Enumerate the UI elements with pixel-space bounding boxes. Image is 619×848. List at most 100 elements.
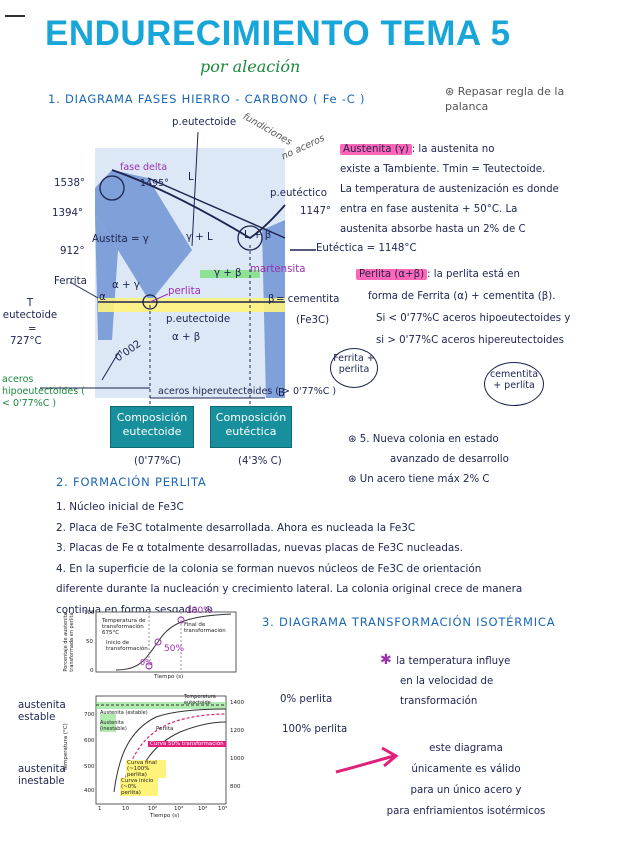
- bubble-ferrita-perlita: Ferrita + perlita: [330, 348, 378, 388]
- perlita-line3: Si < 0'77%C aceros hipoeutectoides y: [356, 308, 570, 330]
- lower-ytick-700: 700: [84, 712, 95, 718]
- label-B: B: [278, 388, 285, 399]
- label-fe3c: (Fe3C): [296, 315, 329, 326]
- lower-chart: Temperatura (°C) 700 600 500 400 1400 12…: [56, 692, 256, 822]
- s3-note-4: únicamente es válido: [366, 759, 566, 780]
- upper-hand-50: 50%: [164, 644, 184, 654]
- step-4-cont: diferente durante la nucleación y crecim…: [56, 579, 522, 600]
- upper-hand-0: 0%: [140, 658, 153, 667]
- lower-xtick-10000: 10⁴: [198, 806, 207, 812]
- lower-curva-final: Curva final (~100% perlita): [126, 760, 166, 778]
- section3-notes-bottom: este diagrama únicamente es válido para …: [366, 738, 566, 822]
- upper-ytick-100: 100: [84, 610, 95, 616]
- label-1538: 1538°: [54, 178, 85, 189]
- label-100-perlita: 100% perlita: [282, 724, 347, 735]
- comp-eutectoide-box: Composición eutectoide: [110, 406, 194, 448]
- comp-eutectica-box: Composición eutéctica: [210, 406, 292, 448]
- lower-temp-eutectoide: Temperatura eutectoide: [184, 694, 224, 706]
- label-fase-delta: fase delta: [120, 162, 167, 173]
- lower-xtick-10: 10: [122, 806, 129, 812]
- acero-max-note: ⊛ Un acero tiene máx 2% C: [348, 474, 489, 485]
- lower-xlabel: Tiempo (s): [150, 813, 179, 819]
- label-alpha-beta: α + β: [172, 332, 200, 343]
- section2-steps: 1. Núcleo inicial de Fe3C 2. Placa de Fe…: [56, 497, 522, 620]
- step-2: 2. Placa de Fe3C totalmente desarrollada…: [56, 518, 522, 539]
- lower-perlita: Perlita: [156, 726, 173, 732]
- label-L: L: [188, 172, 194, 183]
- step-1: 1. Núcleo inicial de Fe3C: [56, 497, 522, 518]
- upper-hand-100: 100%: [186, 606, 212, 616]
- perlita-highlight: Perlita (α+β): [356, 269, 427, 280]
- lower-xtick-100000: 10⁵: [218, 806, 227, 812]
- label-austenita-inestable: austenita inestable: [18, 764, 78, 788]
- label-ferrita: Ferrita: [54, 276, 87, 287]
- s3-note-0: la temperatura influye: [396, 656, 510, 667]
- label-0-perlita: 0% perlita: [280, 694, 332, 705]
- label-cementita: = cementita: [276, 294, 339, 305]
- lower-curva-inicio: Curva inicio (~0% perlita): [120, 778, 158, 796]
- label-p-eutectoide-top: p.eutectoide: [172, 117, 236, 128]
- austenita-line3: La temperatura de austenización es donde: [340, 180, 559, 200]
- colonia-line1: 5. Nueva colonia en estado: [360, 434, 499, 445]
- label-727: 727°C: [10, 336, 42, 347]
- label-austenita: Austita = γ: [92, 234, 149, 245]
- step-4: 4. En la superficie de la colonia se for…: [56, 559, 522, 580]
- austenita-line5: austenita absorbe hasta un 2% de C: [340, 220, 559, 240]
- label-aceros-hiper: aceros hipereutectoides ( > 0'77%C ): [158, 386, 336, 397]
- label-perlita: perlita: [168, 286, 201, 297]
- s3-note-5: para un único acero y: [366, 780, 566, 801]
- label-912: 912°: [60, 246, 85, 257]
- lower-xtick-1000: 10³: [174, 806, 183, 812]
- upper-ytick-0: 0: [90, 668, 94, 674]
- label-aceros-hipo: aceros hipoeutectoides ( < 0'77%C ): [2, 374, 92, 410]
- upper-final: Final de transformación: [184, 622, 224, 634]
- lower-ytick-500: 500: [84, 764, 95, 770]
- s3-note-2: transformación: [380, 692, 510, 712]
- label-1495: 1495°: [140, 178, 169, 189]
- lower-ytick-1200: 1200: [230, 728, 244, 734]
- label-p-eutectoide-mid: p.eutectoide: [166, 314, 230, 325]
- lower-xtick-1: 1: [98, 806, 102, 812]
- lower-ytick-1000: 1000: [230, 756, 244, 762]
- label-t-eq: =: [28, 324, 37, 335]
- upper-temp-note: Temperatura de transformación 675°C: [102, 618, 162, 636]
- s3-note-1: en la velocidad de: [380, 672, 510, 692]
- perlita-note: Perlita (α+β): la perlita está en forma …: [356, 264, 570, 352]
- austenita-line4: entra en fase austenita + 50°C. La: [340, 200, 559, 220]
- eutectoid-band: [98, 298, 285, 312]
- label-gamma-beta: γ + β: [214, 268, 242, 279]
- review-note: ⊛ Repasar regla de la palanca: [445, 84, 595, 114]
- lower-xtick-100: 10²: [148, 806, 157, 812]
- lower-austenita-inestable: Austenita (inestable): [100, 720, 126, 732]
- asterisk-icon: ⊛: [348, 434, 360, 445]
- perlita-line1: : la perlita está en: [427, 269, 520, 280]
- label-t-eutectoide: T eutectoide: [2, 298, 58, 322]
- step-3: 3. Placas de Fe α totalmente desarrollad…: [56, 538, 522, 559]
- label-gamma-L: γ + L: [186, 232, 213, 243]
- bubble-cementita-perlita: cementita + perlita: [484, 362, 544, 406]
- label-p-eutectico: p.eutéctico: [270, 188, 327, 199]
- page-subtitle: por aleación: [200, 57, 300, 76]
- label-077: (0'77%C): [134, 456, 181, 467]
- label-alpha: α: [99, 292, 106, 303]
- colonia-line2: avanzado de desarrollo: [348, 450, 509, 470]
- asterisk-icon: ✱: [380, 652, 396, 668]
- phase-diagram: p.eutectoide fundiciones no aceros fase …: [0, 110, 340, 460]
- label-1394: 1394°: [52, 208, 83, 219]
- austenita-highlight: Austenita (γ): [340, 144, 412, 155]
- label-austenita-estable: austenita estable: [18, 700, 78, 724]
- lower-ytick-1400: 1400: [230, 700, 244, 706]
- perlita-line4: si > 0'77%C aceros hipereutectoides: [356, 330, 570, 352]
- upper-xlabel: Tiempo (s): [154, 674, 183, 680]
- label-martensita: martensita: [250, 264, 305, 275]
- label-alpha-gamma: α + γ: [112, 280, 140, 291]
- section3-heading: 3. DIAGRAMA TRANSFORMACIÓN ISOTÉRMICA: [262, 615, 555, 629]
- lower-austenita-estable: Austenita (estable): [100, 710, 148, 716]
- s3-note-6: para enfriamientos isotérmicos: [366, 801, 566, 822]
- austenita-line2: existe a Tambiente. Tmin = Teutectoide.: [340, 160, 559, 180]
- section1-heading: 1. DIAGRAMA FASES HIERRO - CARBONO ( Fe …: [48, 92, 365, 106]
- lower-ytick-800: 800: [230, 784, 241, 790]
- page-title: ENDURECIMIENTO TEMA 5: [45, 14, 511, 54]
- lower-ytick-600: 600: [84, 738, 95, 744]
- label-43: (4'3% C): [238, 456, 282, 467]
